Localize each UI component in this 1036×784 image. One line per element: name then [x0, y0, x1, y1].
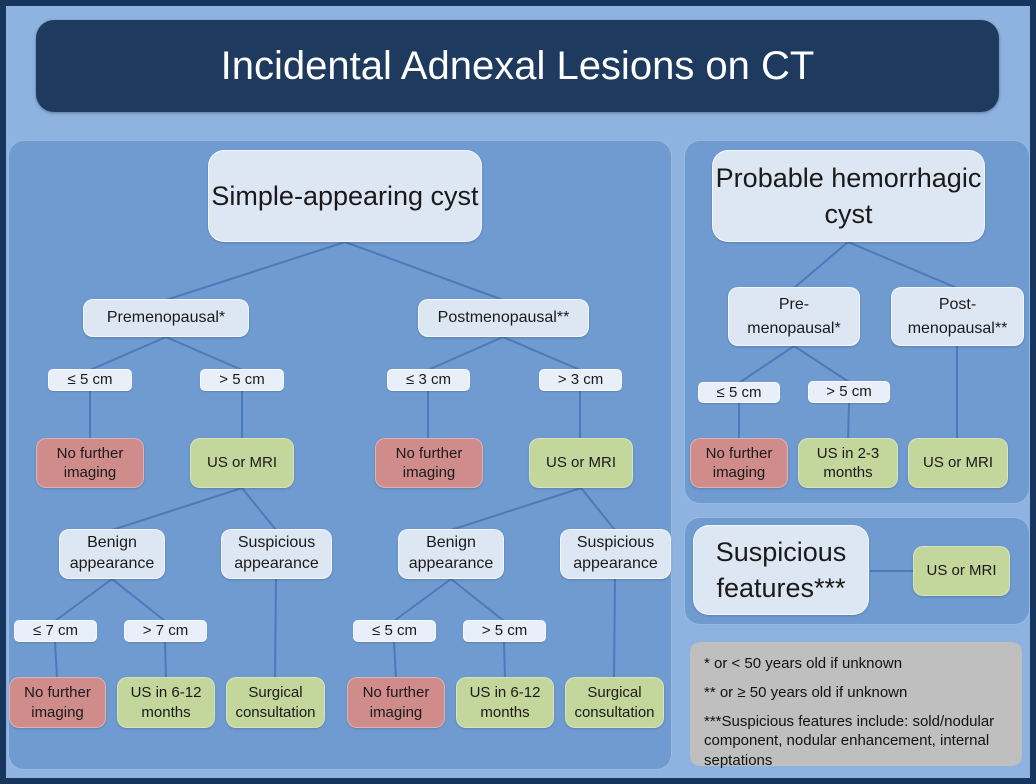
node-simple-post-benign-appearance: Benign appearance: [398, 529, 504, 579]
page-title: Incidental Adnexal Lesions on CT: [36, 20, 999, 112]
node-simple-post-size-small: ≤ 3 cm: [387, 369, 470, 391]
edge-line: [344, 241, 504, 301]
edge-line: [450, 487, 582, 531]
edge-line: [54, 641, 58, 679]
node-hemorrhagic-premenopausal: Pre-menopausal*: [728, 287, 860, 346]
edge-line: [847, 402, 850, 441]
node-simple-post-suspicious-appearance: Suspicious appearance: [560, 529, 671, 579]
node-simple-post-benign-size-large: > 5 cm: [463, 620, 546, 642]
edge-line: [241, 487, 277, 531]
footnote-2: ** or ≥ 50 years old if unknown: [704, 683, 908, 701]
node-simple-pre-surgical-consultation: Surgical consultation: [226, 677, 325, 728]
edge-line: [274, 578, 277, 679]
edge-line: [54, 578, 113, 622]
node-simple-pre-benign-size-large: > 7 cm: [124, 620, 207, 642]
node-simple-pre-no-further-imaging: No further imaging: [36, 438, 144, 488]
node-simple-post-benign-no-further-imaging: No further imaging: [347, 677, 445, 728]
edge-line: [503, 641, 506, 679]
edge-line: [393, 641, 397, 679]
node-hemorrhagic-postmenopausal: Post-menopausal**: [891, 287, 1024, 346]
node-simple-post-benign-size-small: ≤ 5 cm: [353, 620, 436, 642]
footnotes-box: * or < 50 years old if unknown ** or ≥ 5…: [690, 642, 1022, 769]
node-hemorrhagic-pre-us-2-3-months: US in 2-3 months: [798, 438, 898, 488]
node-suspicious-features-us-or-mri: US or MRI: [913, 546, 1010, 596]
edge-line: [164, 641, 167, 679]
node-simple-pre-benign-no-further-imaging: No further imaging: [9, 677, 106, 728]
node-simple-post-benign-us-6-12-months: US in 6-12 months: [456, 677, 554, 728]
node-hemorrhagic-root: Probable hemorrhagic cyst: [712, 150, 985, 242]
edge-line: [613, 578, 616, 679]
edge-line: [847, 241, 958, 289]
node-simple-post-surgical-consultation: Surgical consultation: [565, 677, 664, 728]
edge-line: [111, 487, 243, 531]
node-hemorrhagic-pre-no-further-imaging: No further imaging: [690, 438, 788, 488]
node-simple-pre-benign-size-small: ≤ 7 cm: [14, 620, 97, 642]
node-simple-post-size-large: > 3 cm: [539, 369, 622, 391]
node-simple-post-no-further-imaging: No further imaging: [375, 438, 483, 488]
footnote-3: ***Suspicious features include: sold/nod…: [704, 712, 995, 770]
edge-line: [165, 336, 243, 371]
node-simple-post-us-or-mri: US or MRI: [529, 438, 633, 488]
edge-line: [89, 336, 167, 371]
edge-line: [450, 578, 505, 622]
edge-line: [427, 336, 504, 371]
edge-line: [111, 578, 166, 622]
node-hemorrhagic-pre-size-large: > 5 cm: [808, 381, 890, 403]
edge-line: [165, 241, 346, 301]
node-simple-pre-us-or-mri: US or MRI: [190, 438, 294, 488]
edge-line: [502, 336, 581, 371]
node-simple-pre-benign-appearance: Benign appearance: [59, 529, 165, 579]
edge-line: [793, 241, 849, 289]
node-simple-pre-suspicious-appearance: Suspicious appearance: [221, 529, 332, 579]
node-simple-cyst-root: Simple-appearing cyst: [208, 150, 482, 242]
node-hemorrhagic-pre-size-small: ≤ 5 cm: [698, 382, 780, 403]
node-simple-postmenopausal: Postmenopausal**: [418, 299, 589, 337]
node-simple-pre-benign-us-6-12-months: US in 6-12 months: [117, 677, 215, 728]
edge-line: [580, 487, 616, 531]
node-hemorrhagic-post-us-or-mri: US or MRI: [908, 438, 1008, 488]
edge-line: [393, 578, 452, 622]
edge-line: [738, 345, 795, 384]
node-simple-pre-size-large: > 5 cm: [200, 369, 284, 391]
node-simple-premenopausal: Premenopausal*: [83, 299, 249, 337]
node-suspicious-features: Suspicious features***: [693, 525, 869, 615]
edge-line: [793, 345, 850, 383]
footnote-1: * or < 50 years old if unknown: [704, 655, 903, 672]
node-simple-pre-size-small: ≤ 5 cm: [48, 369, 132, 391]
